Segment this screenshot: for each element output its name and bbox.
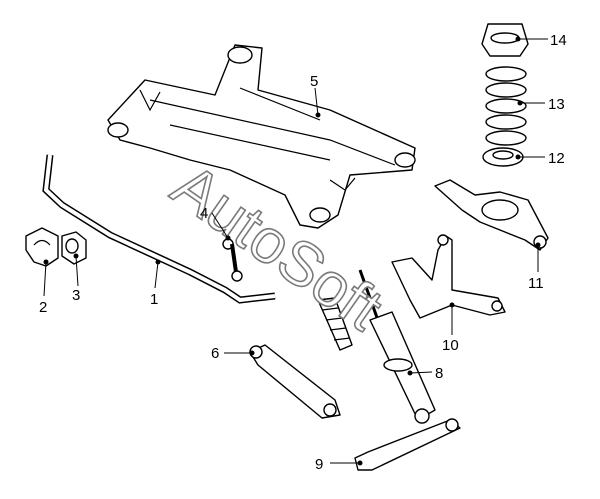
- callout-9: 9: [315, 456, 323, 473]
- trailing-arm: [249, 344, 341, 419]
- stabilizer-link: [222, 238, 243, 282]
- stabilizer-bar: [42, 154, 276, 304]
- lower-control-arm: [434, 179, 549, 251]
- upper-control-arm: [391, 234, 506, 319]
- callout-13: 13: [548, 96, 565, 113]
- subframe: [107, 44, 416, 229]
- callout-2: 2: [39, 299, 47, 316]
- callout-6: 6: [211, 345, 219, 362]
- leader-lines: [43, 36, 548, 466]
- callout-3: 3: [72, 287, 80, 304]
- callout-10: 10: [442, 337, 459, 354]
- callout-11: 11: [528, 275, 544, 292]
- stabilizer-bushing: [61, 231, 87, 265]
- shock-boot: [317, 297, 353, 351]
- callout-8: 8: [435, 365, 443, 382]
- stabilizer-bracket: [25, 227, 59, 267]
- spring-upper-mount: [481, 23, 529, 57]
- callout-14: 14: [550, 32, 567, 49]
- lower-link: [354, 418, 461, 471]
- callout-5: 5: [310, 73, 318, 90]
- coil-spring: [485, 66, 527, 146]
- callout-4: 4: [200, 205, 208, 222]
- shock-absorber: [358, 269, 436, 424]
- callout-labels: 1 2 3 4 5 6 8 9 10 11 12 13 14: [39, 32, 567, 473]
- callout-12: 12: [548, 150, 565, 167]
- callout-1: 1: [150, 291, 158, 308]
